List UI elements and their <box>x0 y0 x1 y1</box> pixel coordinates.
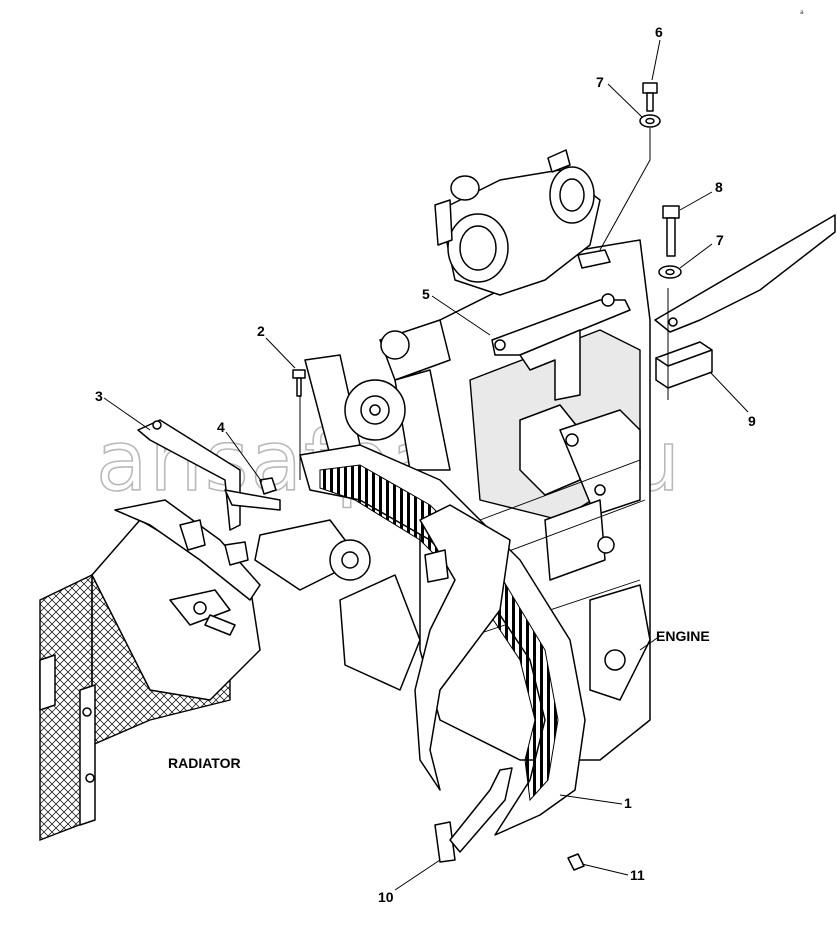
callout-7-top: 7 <box>596 74 604 90</box>
bracket-part-3 <box>137 419 281 531</box>
bolt-part-2 <box>292 369 306 397</box>
screw-part-11 <box>567 853 585 871</box>
callout-1: 1 <box>624 795 632 811</box>
callout-4: 4 <box>217 419 225 435</box>
callout-3: 3 <box>95 388 103 404</box>
engine-label: ENGINE <box>656 628 710 644</box>
callout-9: 9 <box>748 413 756 429</box>
bracket-part-10 <box>434 767 513 863</box>
leader-lines <box>103 39 749 891</box>
callout-6: 6 <box>655 24 663 40</box>
callout-5: 5 <box>422 286 430 302</box>
callout-7-right: 7 <box>716 232 724 248</box>
washer-part-7-right <box>658 265 682 279</box>
callout-10: 10 <box>378 889 394 905</box>
callout-11: 11 <box>630 867 645 883</box>
bolt-part-8 <box>662 205 680 257</box>
turbocharger <box>434 149 611 296</box>
bracket-part-5 <box>491 293 631 401</box>
radiator-label: RADIATOR <box>168 755 241 771</box>
bolt-part-6 <box>642 82 658 112</box>
radiator-assembly <box>39 499 261 842</box>
callout-8: 8 <box>715 179 723 195</box>
fan-shroud-part-1 <box>299 444 586 836</box>
washer-part-7-top <box>639 114 661 128</box>
corner-mark: a <box>800 9 804 16</box>
callout-2: 2 <box>257 323 265 339</box>
support-arm <box>654 214 836 333</box>
bolt-part-4 <box>259 477 277 495</box>
cooling-fan <box>254 354 451 691</box>
spacer-block-part-9 <box>655 341 713 389</box>
